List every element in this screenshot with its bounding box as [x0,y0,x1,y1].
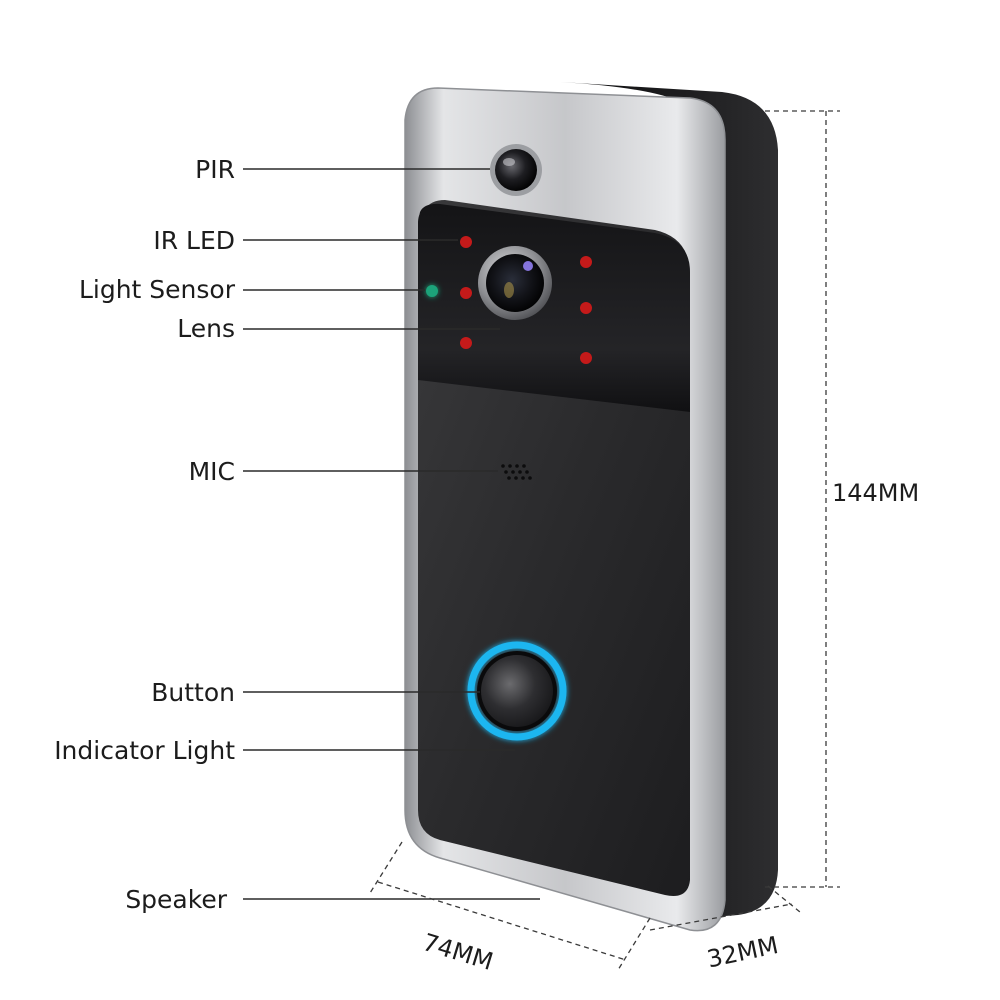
indicator-light-label: Indicator Light [54,736,235,765]
ir-led-group [460,236,592,364]
mic-grill [501,464,532,480]
camera-lens [478,246,552,320]
ir-led [580,256,592,268]
indicator-light-ring [467,641,567,741]
pir-label: PIR [195,155,235,184]
ir-led [460,287,472,299]
ir-led-label: IR LED [153,226,235,255]
height-dimension-label: 144MM [832,479,920,507]
pir-sensor [490,144,542,196]
depth-dimension-line [649,903,793,931]
speaker-label: Speaker [125,885,227,914]
ir-led [580,302,592,314]
leader-lines [243,168,540,900]
light-sensor [426,285,438,297]
button-label: Button [151,678,235,707]
doorbell-button [467,641,567,741]
ir-led [460,236,472,248]
width-dimension-line [377,881,627,961]
mic-label: MIC [188,457,235,486]
lens-label: Lens [177,314,235,343]
ir-led [460,337,472,349]
dimension-lines [369,110,840,971]
camera-window [418,203,690,412]
light-sensor-label: Light Sensor [78,275,235,304]
ir-led [580,352,592,364]
